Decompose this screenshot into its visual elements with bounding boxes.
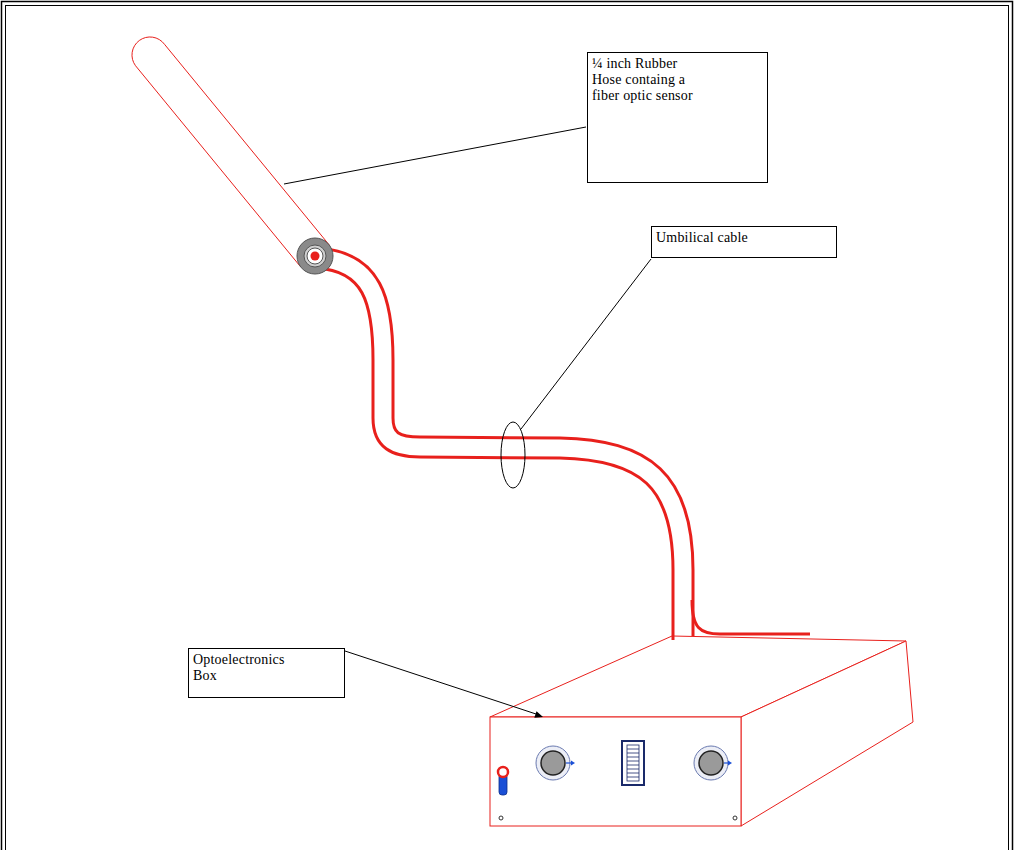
callout-text: Optoelectronics Box [193, 652, 293, 684]
cable-entry [672, 636, 675, 640]
cable-marker-ellipse [501, 422, 525, 488]
callout-box: Umbilical cable [651, 226, 837, 258]
hose-fitting-ring [304, 245, 326, 267]
cable-core [318, 258, 683, 638]
screw [499, 816, 503, 820]
callout-text: ¼ inch Rubber Hose containg a fiber opti… [592, 56, 700, 104]
hose-cap [132, 37, 165, 66]
level-display-segments [627, 749, 639, 777]
inner-frame [6, 6, 1009, 850]
leader-line [521, 259, 651, 429]
hose-edge [165, 44, 330, 245]
toggle-switch [498, 767, 508, 777]
callout-box: Optoelectronics Box [188, 648, 345, 698]
fiber-core [311, 252, 320, 261]
box-front-face [490, 717, 741, 826]
hose-edge [136, 66, 301, 267]
callout-box: ¼ inch Rubber Hose containg a fiber opti… [587, 52, 768, 183]
knob [699, 751, 723, 775]
level-display-window [627, 745, 639, 781]
knob [541, 751, 565, 775]
leader-line [284, 127, 586, 184]
cable-branch [692, 600, 810, 634]
leader-arrowhead [534, 711, 543, 718]
hose-fitting-bore [307, 248, 323, 264]
level-display [622, 741, 644, 785]
box-side-face [741, 641, 913, 826]
callout-text: Umbilical cable [656, 230, 832, 246]
knob-indicator-head [571, 761, 575, 766]
hose-fitting [297, 238, 333, 274]
screw [733, 816, 737, 820]
knob-bezel [694, 746, 728, 780]
knob-indicator-head [728, 761, 732, 766]
knob-bezel [536, 746, 570, 780]
leader-line [345, 651, 536, 714]
